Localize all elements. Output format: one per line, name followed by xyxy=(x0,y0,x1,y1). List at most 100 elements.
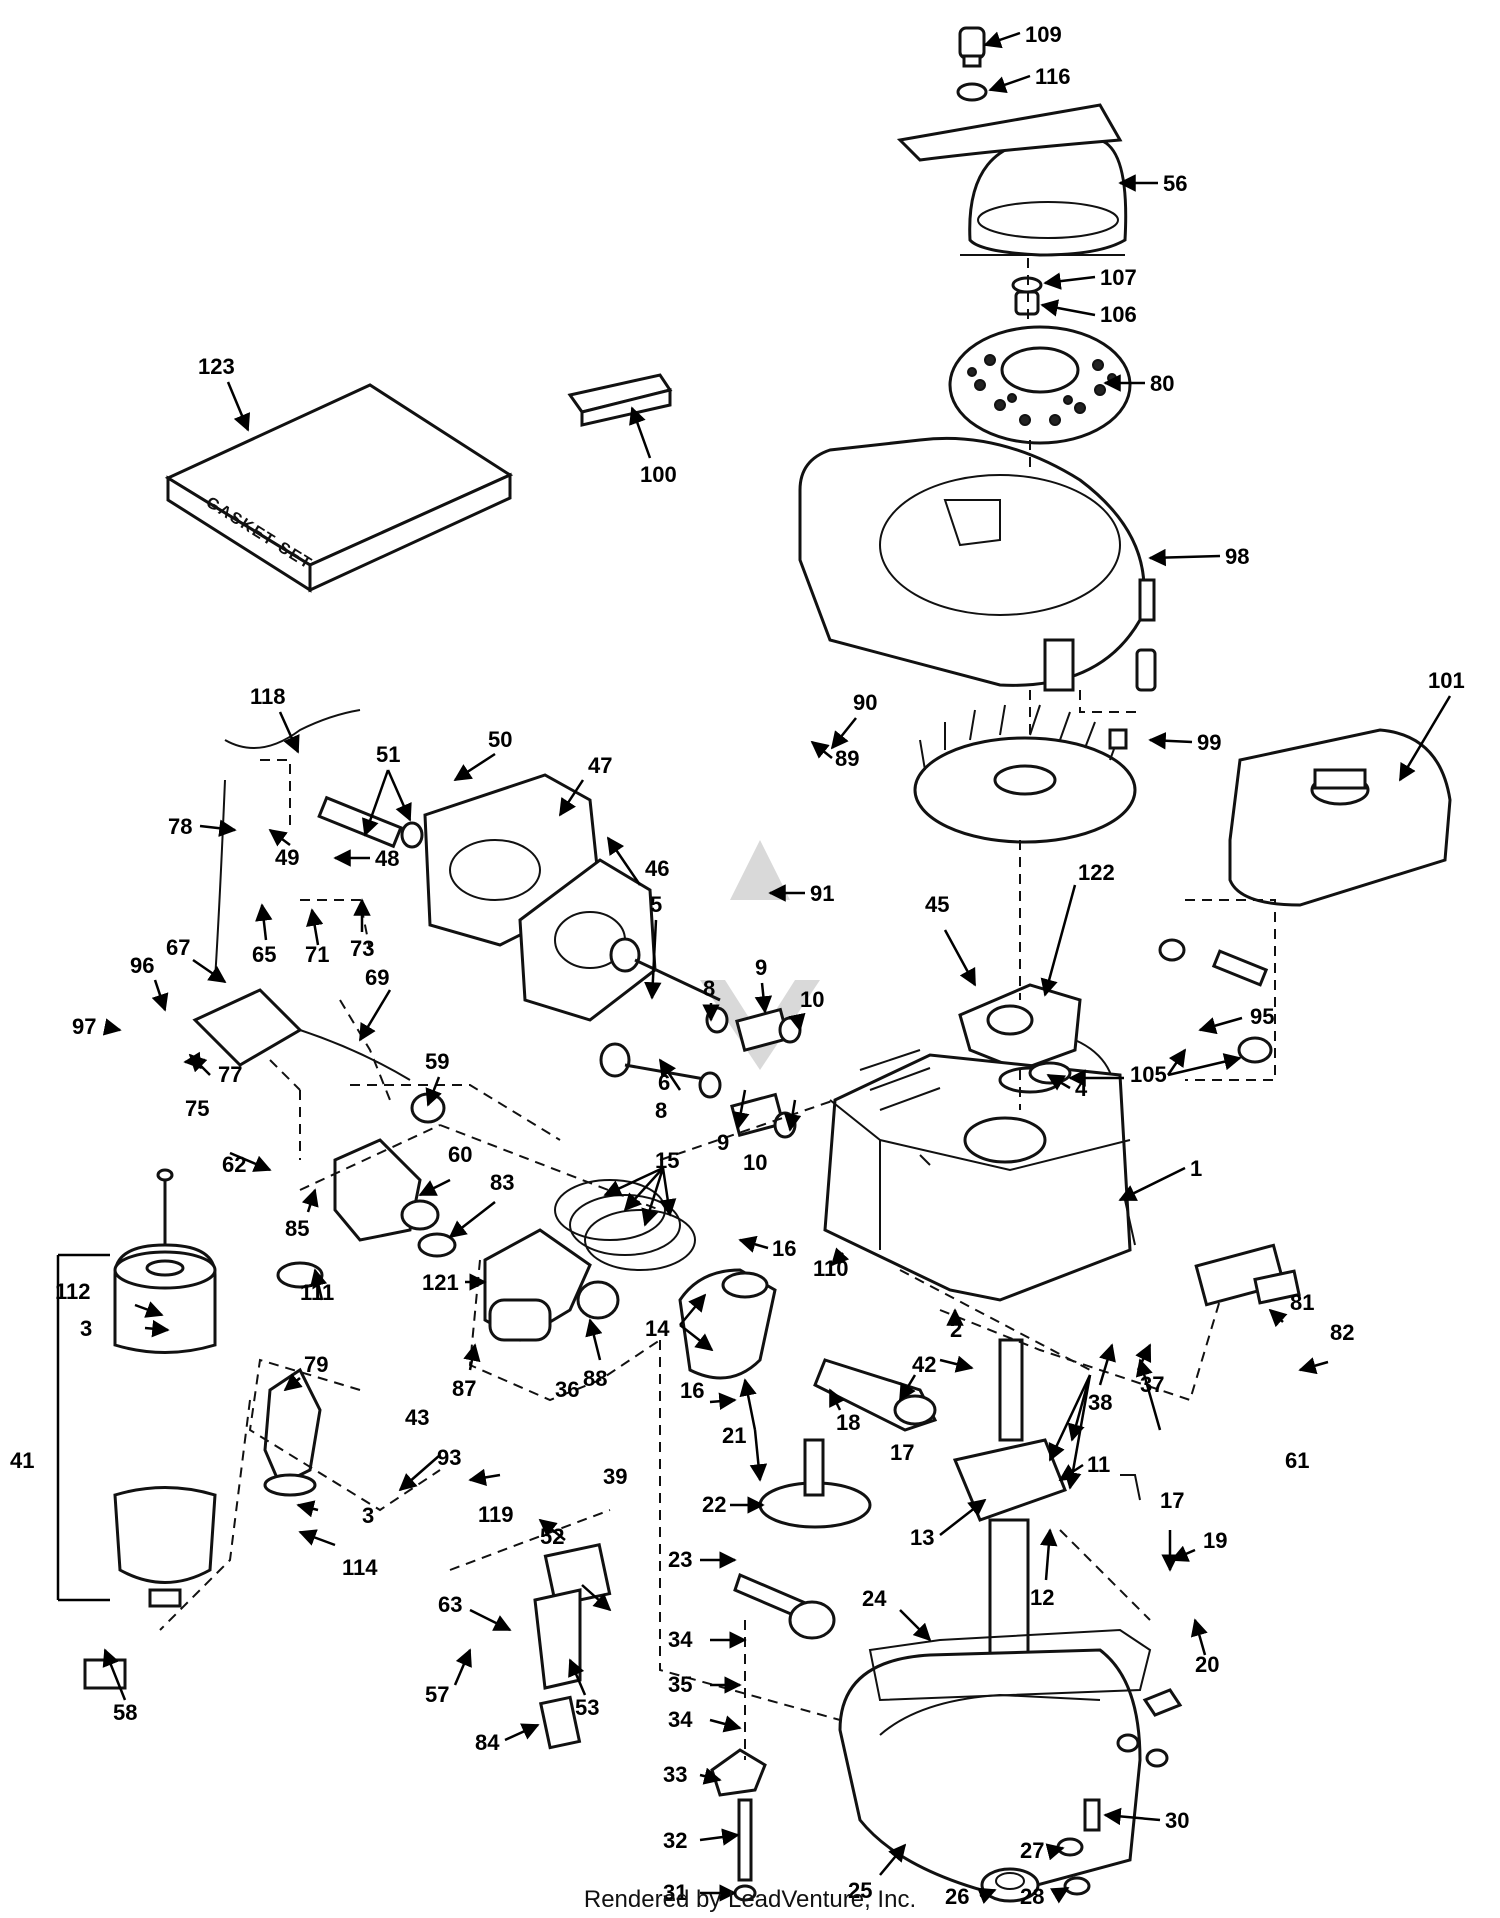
intake-59-60 xyxy=(333,1092,446,1242)
callout-33: 33 xyxy=(663,1762,687,1787)
callout-37: 37 xyxy=(1140,1372,1164,1397)
callout-12: 12 xyxy=(1030,1585,1054,1610)
callout-43: 43 xyxy=(405,1405,429,1430)
gasket-set-123: GASKET SET xyxy=(164,383,514,593)
render-credit: Rendered by LeadVenture, Inc. xyxy=(583,1886,917,1913)
callout-85: 85 xyxy=(285,1216,309,1241)
callout-98: 98 xyxy=(1225,544,1249,569)
callout-23: 23 xyxy=(668,1547,692,1572)
callout-59: 59 xyxy=(425,1049,449,1074)
callout-3b: 3 xyxy=(362,1503,374,1528)
callout-118: 118 xyxy=(250,684,286,709)
callout-87: 87 xyxy=(452,1376,476,1401)
callout-91: 91 xyxy=(810,881,834,906)
callout-50: 50 xyxy=(488,727,512,752)
callout-57: 57 xyxy=(425,1682,449,1707)
callout-10b: 10 xyxy=(743,1150,767,1175)
callout-26: 26 xyxy=(945,1884,969,1909)
callout-16: 16 xyxy=(772,1236,796,1261)
callout-16b: 16 xyxy=(680,1378,704,1403)
callout-67: 67 xyxy=(166,935,190,960)
callout-51: 51 xyxy=(376,742,400,767)
callout-13: 13 xyxy=(910,1525,934,1550)
washer-116 xyxy=(956,82,988,102)
callout-9: 9 xyxy=(755,955,767,980)
callout-48: 48 xyxy=(375,846,399,871)
callout-63: 63 xyxy=(438,1592,462,1617)
carburetor-121 xyxy=(417,1228,620,1342)
callout-35: 35 xyxy=(668,1672,692,1697)
rewind-starter-56 xyxy=(896,103,1128,257)
callout-39: 39 xyxy=(603,1464,627,1489)
control-plate-67 xyxy=(192,709,411,1081)
callout-25: 25 xyxy=(848,1878,872,1903)
callout-4: 4 xyxy=(1075,1076,1088,1101)
valves-5-6 xyxy=(599,937,721,1082)
callout-95: 95 xyxy=(1250,1004,1274,1029)
callout-107: 107 xyxy=(1100,265,1137,290)
leader-lines xyxy=(56,31,1452,1904)
callout-9b: 9 xyxy=(717,1130,729,1155)
callout-34b: 34 xyxy=(668,1707,693,1732)
callout-105: 105 xyxy=(1130,1062,1167,1087)
callout-14: 14 xyxy=(645,1316,670,1341)
callout-15: 15 xyxy=(655,1148,679,1173)
spark-plug-51 xyxy=(317,795,424,849)
callout-96: 96 xyxy=(130,953,154,978)
callout-89: 89 xyxy=(835,746,859,771)
callout-110: 110 xyxy=(813,1256,849,1281)
callout-8b: 8 xyxy=(655,1098,667,1123)
callout-99: 99 xyxy=(1197,730,1221,755)
callout-3: 3 xyxy=(80,1316,92,1341)
callout-84: 84 xyxy=(475,1730,500,1755)
callout-6: 6 xyxy=(658,1070,670,1095)
callout-112: 112 xyxy=(55,1279,91,1304)
callout-38: 38 xyxy=(1088,1390,1112,1415)
cylinder-block-1 xyxy=(823,1049,1132,1302)
callout-30: 30 xyxy=(1165,1808,1189,1833)
callout-53: 53 xyxy=(575,1695,599,1720)
callout-31: 31 xyxy=(663,1880,687,1905)
callout-122: 122 xyxy=(1078,860,1115,885)
sump-gasket-24 xyxy=(868,1628,1152,1702)
callout-101: 101 xyxy=(1428,668,1465,693)
callout-17b: 17 xyxy=(1160,1488,1184,1513)
callout-83: 83 xyxy=(490,1170,514,1195)
callout-45: 45 xyxy=(925,892,949,917)
valve-springs-9 xyxy=(698,1006,802,1139)
callout-123: 123 xyxy=(198,354,235,379)
callout-17: 17 xyxy=(890,1440,914,1465)
callout-116: 116 xyxy=(1035,64,1071,89)
callout-46: 46 xyxy=(645,856,669,881)
callout-5: 5 xyxy=(650,892,662,917)
callout-78: 78 xyxy=(168,814,192,839)
callout-79: 79 xyxy=(304,1352,328,1377)
callout-93: 93 xyxy=(437,1445,461,1470)
flywheel-122 xyxy=(913,704,1137,844)
elbow-79 xyxy=(263,1261,324,1497)
callout-52: 52 xyxy=(540,1524,564,1549)
callout-34: 34 xyxy=(668,1627,693,1652)
blower-housing-98 xyxy=(798,436,1156,692)
callout-20: 20 xyxy=(1195,1652,1219,1677)
callout-19: 19 xyxy=(1203,1528,1227,1553)
alignment-lines xyxy=(159,258,1221,1760)
callout-111: 111 xyxy=(300,1280,334,1305)
air-cleaner-41 xyxy=(113,1168,217,1608)
callout-88: 88 xyxy=(583,1366,607,1391)
ignition-coil-122 xyxy=(958,983,1117,1111)
callout-121: 121 xyxy=(422,1270,459,1295)
callout-119: 119 xyxy=(478,1502,514,1527)
callout-77: 77 xyxy=(218,1062,242,1087)
callout-41: 41 xyxy=(10,1448,34,1473)
bracket-100 xyxy=(567,373,673,427)
callout-109: 109 xyxy=(1025,22,1062,47)
callout-2: 2 xyxy=(950,1317,962,1342)
callout-56: 56 xyxy=(1163,171,1187,196)
callout-82: 82 xyxy=(1330,1320,1354,1345)
callout-28: 28 xyxy=(1020,1884,1044,1909)
callout-97: 97 xyxy=(72,1014,96,1039)
callout-114: 114 xyxy=(342,1555,378,1580)
callout-11: 11 xyxy=(1087,1452,1110,1477)
